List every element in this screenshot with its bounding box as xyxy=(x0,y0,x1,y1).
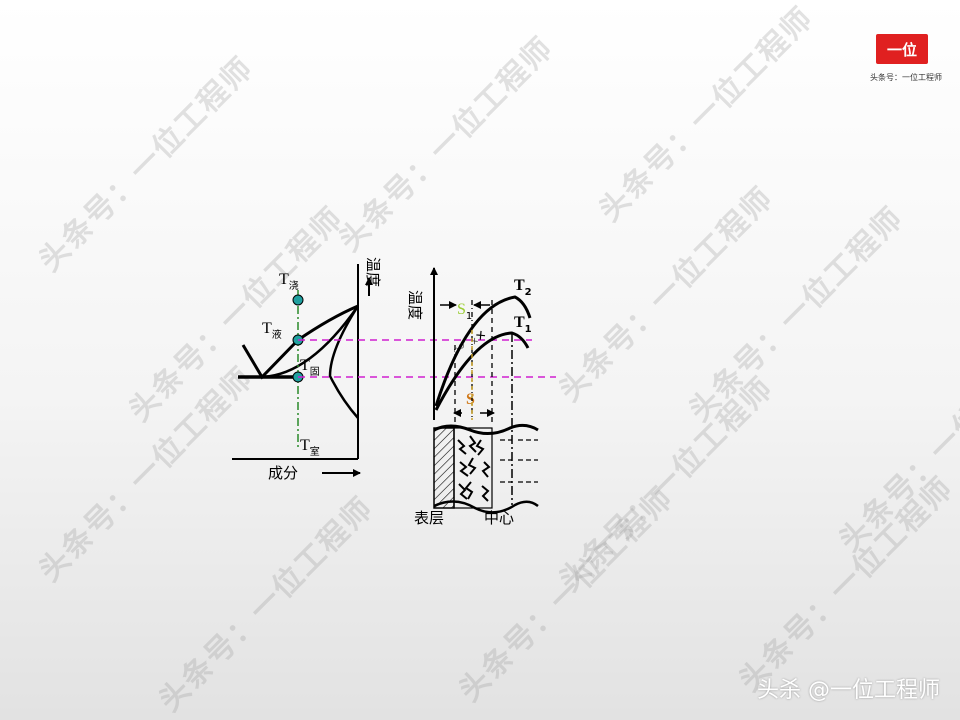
pouring-temp-point xyxy=(292,294,304,306)
t-liquid-label: T液 xyxy=(262,320,282,341)
s-label: S xyxy=(466,391,475,408)
left-phase-diagram: T浇 T液 T固 T室 成分 温度 xyxy=(232,257,382,482)
footer-caption: 头杀 @一位工程师 xyxy=(757,678,940,703)
center-label: 中心 xyxy=(484,509,514,527)
columnar-zone xyxy=(453,427,493,509)
brand-logo: 一位 头条号：一位工程师 xyxy=(852,30,960,94)
logo-box: 一位 xyxy=(876,34,928,64)
s1-zone-squiggle: ○○ xyxy=(450,339,468,357)
s1-label: S1 xyxy=(457,301,472,322)
surface-label: 表层 xyxy=(414,509,444,527)
equiaxed-zone-marks xyxy=(500,439,538,483)
t2-label: T2 xyxy=(514,277,532,298)
t-pour-label: T浇 xyxy=(279,271,299,292)
right-casting-diagram: 温度 T2 T1 S1 ○○ ×✕ S 表层 中心 xyxy=(406,267,539,527)
dendrite-marks xyxy=(457,435,491,502)
t-room-label: T室 xyxy=(300,437,320,458)
surface-chill-zone xyxy=(433,427,455,509)
left-temperature-axis-label: 温度 xyxy=(364,257,382,287)
right-temperature-axis-label: 温度 xyxy=(406,290,424,320)
curve-t1 xyxy=(434,331,530,411)
casting-top-wavy xyxy=(433,423,539,435)
curve-t2 xyxy=(434,295,532,407)
logo-subtitle: 头条号：一位工程师 xyxy=(870,73,942,82)
t1-label: T1 xyxy=(514,314,532,335)
solvus-line xyxy=(328,305,360,419)
t-solid-label: T固 xyxy=(300,357,320,378)
solidus-line xyxy=(261,305,360,379)
composition-axis-label: 成分 xyxy=(268,464,298,482)
